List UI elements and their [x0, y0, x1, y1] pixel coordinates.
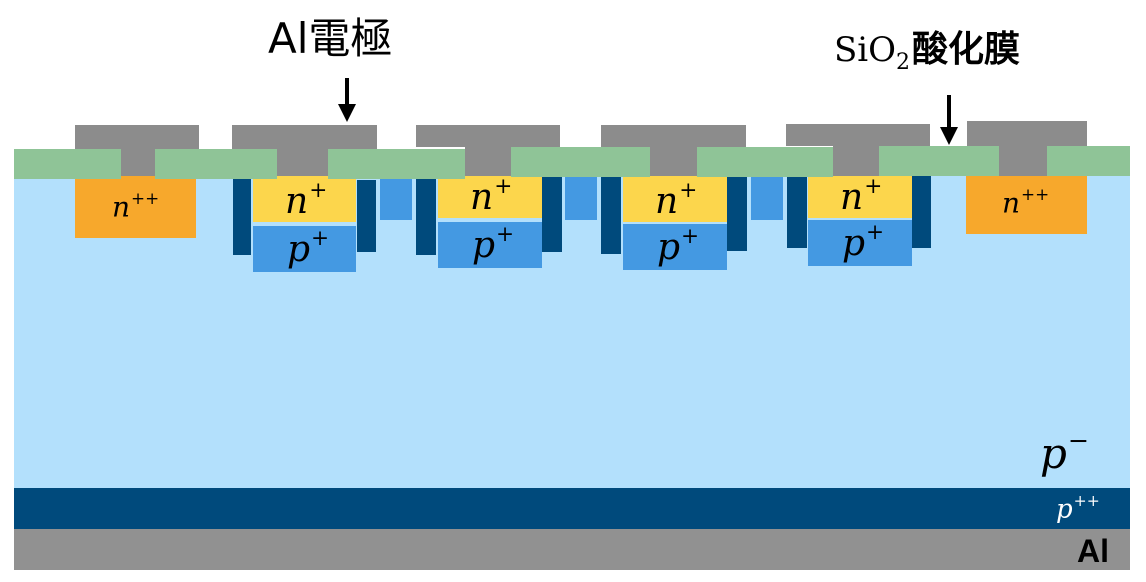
p-plus-plus-layer	[14, 488, 1130, 529]
n-plus-plus-label: n++	[1002, 184, 1050, 220]
oxide-segment	[328, 149, 465, 179]
oxide-segment	[1047, 146, 1130, 176]
trench	[727, 176, 747, 251]
al-electrode-via	[465, 147, 511, 176]
al-electrode-plate	[967, 121, 1087, 146]
al-electrode-plate	[75, 125, 199, 149]
isolation-implant	[565, 176, 597, 220]
p-plus-region	[438, 222, 542, 268]
al-electrode-via	[650, 147, 697, 176]
arrow-down-icon	[940, 95, 958, 145]
p-plus-label: p+	[657, 224, 700, 269]
n-plus-label: n+	[655, 178, 698, 223]
al-electrode-via	[999, 146, 1047, 176]
p-minus-label: p−	[1040, 426, 1089, 478]
trench	[787, 172, 807, 248]
n-plus-region	[438, 176, 542, 218]
oxide-segment	[879, 146, 999, 176]
p-plus-label: p+	[287, 226, 330, 271]
al-electrode-via	[833, 146, 879, 176]
backside-al-layer	[14, 529, 1130, 570]
p-plus-plus-label: p++	[1056, 492, 1100, 525]
n-plus-plus-region-right	[966, 176, 1087, 234]
p-plus-region	[808, 220, 912, 266]
p-plus-label: p+	[472, 222, 515, 267]
al-electrode-plate	[232, 125, 377, 149]
trench	[912, 176, 931, 248]
p-plus-label: p+	[842, 220, 885, 265]
trench	[357, 180, 376, 252]
trench	[416, 172, 436, 255]
trench	[601, 176, 621, 254]
n-plus-region	[623, 176, 727, 222]
oxide-segment	[155, 149, 277, 179]
arrow-down-icon	[338, 78, 356, 122]
n-plus-label: n+	[285, 178, 328, 223]
n-plus-region	[253, 176, 356, 222]
n-plus-plus-region-left	[75, 176, 196, 238]
n-plus-plus-label: n++	[112, 188, 160, 224]
trench	[542, 176, 562, 252]
n-plus-label: n+	[470, 174, 513, 219]
al-electrode-plate	[601, 125, 746, 147]
p-plus-region	[253, 226, 356, 272]
isolation-implant	[380, 176, 412, 220]
n-plus-region	[808, 176, 912, 218]
trench	[233, 176, 251, 255]
oxide-segment	[697, 147, 833, 177]
backside-al-label: Al	[1077, 533, 1109, 569]
sio2-oxide-label: SiO2酸化膜	[834, 29, 1021, 75]
oxide-segment	[14, 149, 121, 179]
oxide-segment	[511, 147, 650, 177]
p-minus-substrate	[14, 176, 1130, 488]
al-electrode-plate	[416, 125, 560, 147]
p-plus-region	[623, 224, 727, 270]
al-electrode-via	[121, 149, 155, 176]
n-plus-label: n+	[840, 174, 883, 219]
al-electrode-plate	[786, 124, 930, 146]
al-electrode-label: Al電極	[268, 14, 393, 63]
al-electrode-via	[277, 149, 328, 176]
isolation-implant	[751, 176, 783, 220]
